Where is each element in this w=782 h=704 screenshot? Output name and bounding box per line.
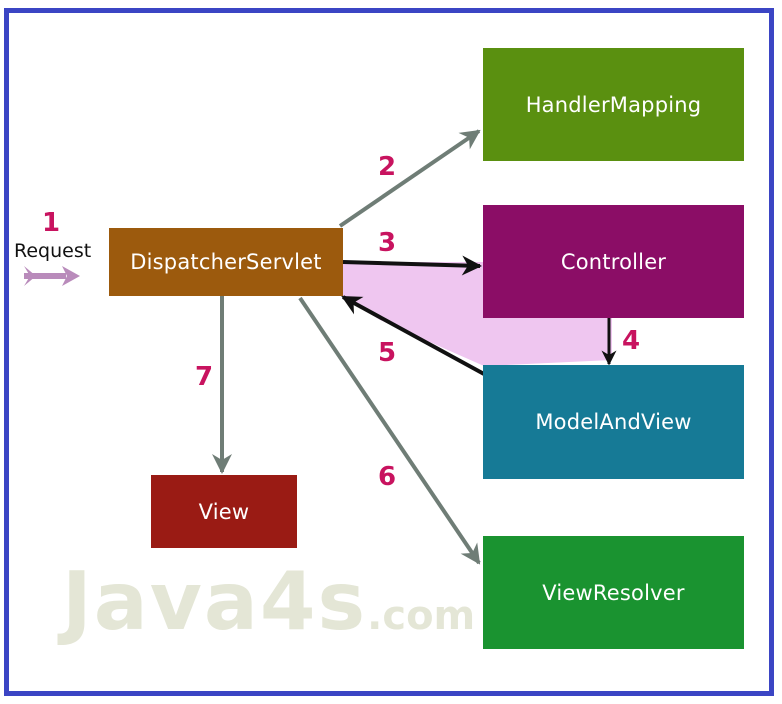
watermark-suffix: .com bbox=[367, 593, 476, 639]
arrow-to-controller bbox=[342, 255, 482, 276]
highlight-band bbox=[343, 262, 612, 366]
model-and-view-label: ModelAndView bbox=[535, 410, 692, 434]
step-5-number: 5 bbox=[378, 338, 397, 368]
view-resolver-box: ViewResolver bbox=[483, 536, 744, 649]
view-resolver-label: ViewResolver bbox=[542, 580, 685, 605]
step-2-number: 2 bbox=[378, 152, 397, 182]
model-and-view-box: ModelAndView bbox=[483, 365, 744, 479]
request-label: Request bbox=[14, 240, 92, 262]
watermark-main: Java4s bbox=[62, 555, 368, 648]
request-arrow bbox=[24, 266, 80, 286]
watermark-logo: Java4s.com bbox=[62, 562, 475, 642]
controller-box: Controller bbox=[483, 205, 744, 318]
step-1-number: 1 bbox=[42, 208, 61, 238]
dispatcher-servlet-box: DispatcherServlet bbox=[109, 228, 343, 296]
step-3-number: 3 bbox=[378, 228, 397, 258]
step-4-number: 4 bbox=[622, 326, 641, 356]
view-box: View bbox=[151, 475, 297, 548]
arrow-to-handler-mapping bbox=[338, 129, 481, 228]
arrow-to-view-resolver bbox=[298, 296, 481, 565]
handler-mapping-box: HandlerMapping bbox=[483, 48, 744, 161]
step-7-number: 7 bbox=[195, 362, 214, 392]
dispatcher-servlet-label: DispatcherServlet bbox=[130, 250, 322, 274]
arrow-modelandview-to-dispatcher bbox=[341, 295, 485, 376]
controller-label: Controller bbox=[560, 249, 667, 274]
step-6-number: 6 bbox=[378, 462, 397, 492]
handler-mapping-label: HandlerMapping bbox=[525, 92, 702, 117]
view-label: View bbox=[198, 499, 250, 524]
